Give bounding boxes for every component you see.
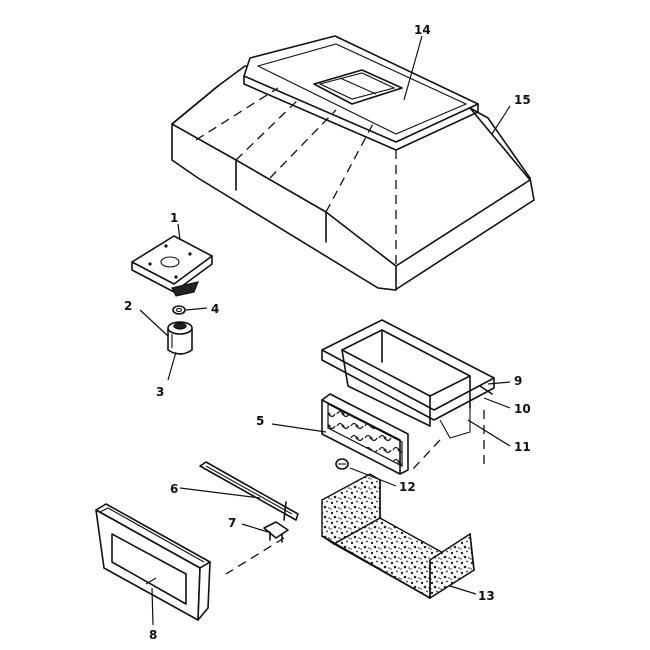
blower-housing-frame — [321, 319, 495, 471]
callout-10: 10 — [514, 402, 531, 416]
callout-9: 9 — [514, 374, 522, 388]
leader-lines — [139, 35, 511, 626]
bracket-bar — [199, 461, 299, 521]
switch-clip — [225, 501, 289, 575]
light-bulb — [335, 458, 349, 470]
motor-mount-plate — [131, 235, 213, 297]
hood-vent-opening — [313, 69, 403, 105]
spacer-nut — [172, 305, 186, 315]
callout-3: 3 — [156, 385, 164, 399]
filter-tray — [321, 473, 476, 600]
callout-7: 7 — [228, 516, 236, 530]
fan-motor — [167, 321, 193, 355]
callout-12: 12 — [399, 480, 416, 494]
front-panel — [95, 503, 211, 621]
hood-canopy — [171, 35, 535, 291]
callout-11: 11 — [514, 440, 531, 454]
callout-labels: 1 2 3 4 5 6 7 8 9 10 11 12 13 14 15 — [124, 23, 531, 642]
callout-4: 4 — [211, 302, 219, 316]
callout-15: 15 — [514, 93, 531, 107]
callout-14: 14 — [414, 23, 431, 37]
callout-1: 1 — [170, 211, 178, 225]
callout-6: 6 — [170, 482, 178, 496]
callout-8: 8 — [149, 628, 157, 642]
callout-13: 13 — [478, 589, 495, 603]
grille-panel — [321, 393, 409, 475]
callout-5: 5 — [256, 414, 264, 428]
callout-2: 2 — [124, 299, 132, 313]
